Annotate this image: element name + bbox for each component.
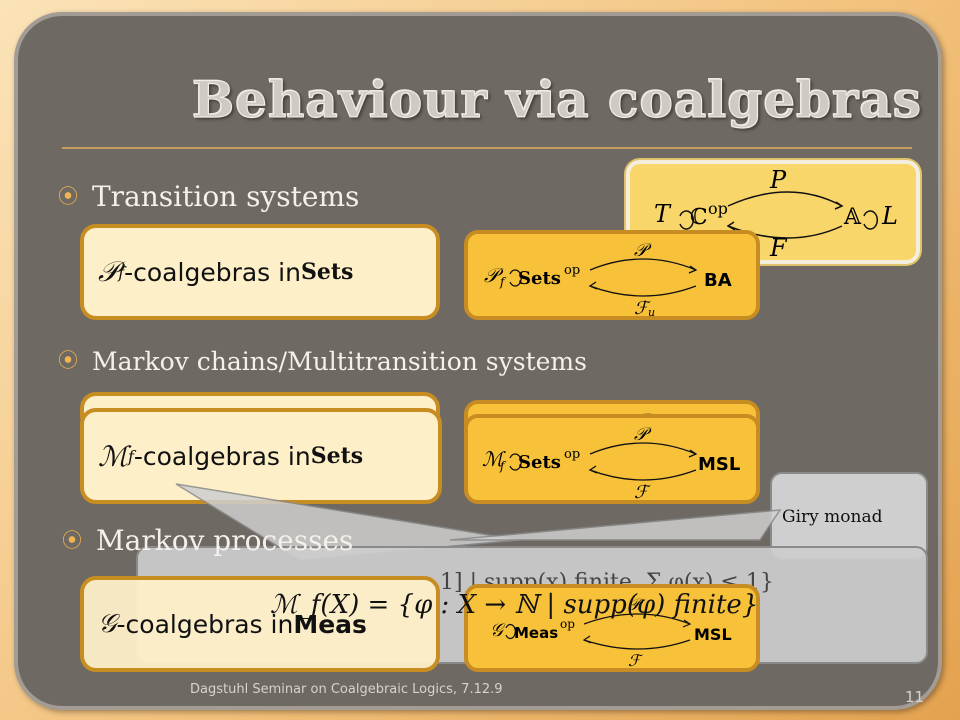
diagram-label-right: L xyxy=(881,202,898,230)
general-diagram-arrows: T ℂ op P F 𝔸 L xyxy=(654,166,898,262)
bullet-icon: ⦿ xyxy=(58,348,78,372)
slide-title: Behaviour via coalgebras xyxy=(191,69,922,129)
bullet-icon: ⦿ xyxy=(58,184,78,208)
svg-text:𝒢: 𝒢 xyxy=(490,620,506,641)
svg-text:MSL: MSL xyxy=(698,454,740,475)
page-number: 11 xyxy=(905,688,925,706)
svg-text:Sets: Sets xyxy=(518,452,561,473)
diagram-label-left: T xyxy=(654,200,672,228)
svg-text:ℱ: ℱ xyxy=(634,298,651,316)
svg-text:MSL: MSL xyxy=(694,625,732,644)
svg-text:Meas: Meas xyxy=(514,624,558,642)
giry-monad-callout xyxy=(770,472,928,560)
bullet-markov-processes: ⦿Markov processes xyxy=(62,524,354,557)
svg-text:ℳ: ℳ xyxy=(482,447,506,471)
diagram-label-bottom: F xyxy=(769,234,788,260)
svg-text:ℱ: ℱ xyxy=(628,651,644,668)
svg-text:op: op xyxy=(560,617,575,631)
diagram-label-right-cat: 𝔸 xyxy=(843,205,862,230)
svg-text:op: op xyxy=(564,447,580,462)
svg-text:BA: BA xyxy=(704,270,732,291)
svg-text:ℱ: ℱ xyxy=(634,482,651,500)
svg-text:op: op xyxy=(564,263,580,278)
msl-diagram-meas: 𝒢 Meas op 𝒫 ℱ MSL xyxy=(464,584,760,672)
ba-diagram: 𝒫 f Sets op 𝒫 ℱ u BA xyxy=(464,230,760,320)
giry-monad-label: Giry monad xyxy=(782,507,883,527)
title-divider xyxy=(62,147,912,149)
bullet-markov-chains: ⦿Markov chains/Multitransition systems xyxy=(58,347,587,376)
svg-text:u: u xyxy=(648,306,655,316)
diagram-label-op: op xyxy=(708,199,728,218)
diagram-label-cat: ℂ xyxy=(690,205,708,230)
bullet-icon: ⦿ xyxy=(62,528,82,552)
formula-main: ℳ_f(X) = {φ : X → ℕ | supp(φ) finite} xyxy=(270,590,759,620)
svg-text:Sets: Sets xyxy=(518,268,561,289)
svg-text:f: f xyxy=(499,275,507,289)
diagram-label-top: P xyxy=(769,166,787,194)
bullet-transition-systems: ⦿Transition systems xyxy=(58,180,360,213)
msl-diagram-sets: ℳ f Sets op 𝒫 ℱ MSL xyxy=(464,414,760,504)
footer-text: Dagstuhl Seminar on Coalgebraic Logics, … xyxy=(190,682,503,697)
svg-text:f: f xyxy=(499,459,507,473)
g-coalgebras-box: 𝒢-coalgebras in Meas xyxy=(80,576,440,672)
